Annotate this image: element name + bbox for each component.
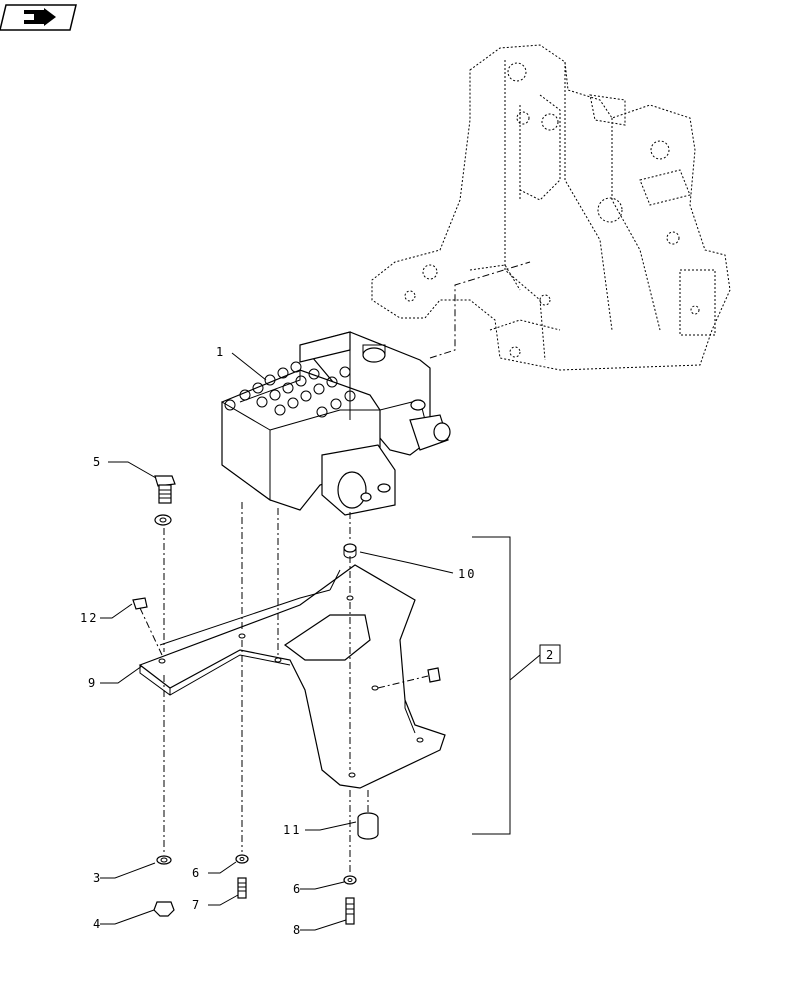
callout-2[interactable]: 2 <box>546 648 555 662</box>
spacer-11 <box>357 812 379 840</box>
mounting-bracket <box>138 564 446 789</box>
washer-6b <box>343 875 357 885</box>
callout-5[interactable]: 5 <box>93 455 102 469</box>
callout-11[interactable]: 11 <box>283 823 301 837</box>
bolt-8 <box>345 897 355 925</box>
callout-4[interactable]: 4 <box>93 917 102 931</box>
fitting <box>427 667 441 683</box>
bolt-7 <box>237 877 247 899</box>
callout-7[interactable]: 7 <box>192 898 201 912</box>
leader-lines <box>100 352 561 931</box>
spacer-10 <box>343 543 357 559</box>
nut-4 <box>153 901 175 917</box>
callout-6a[interactable]: 6 <box>192 866 201 880</box>
loader-frame <box>371 44 731 371</box>
dowel-12 <box>132 597 148 610</box>
washer-6a <box>235 854 249 864</box>
callout-12[interactable]: 12 <box>80 611 98 625</box>
callout-1[interactable]: 1 <box>216 345 225 359</box>
bolt-5 <box>154 475 176 504</box>
callout-9[interactable]: 9 <box>88 676 97 690</box>
back-button[interactable] <box>0 4 77 31</box>
control-valve <box>221 331 451 516</box>
back-arrow-icon <box>24 8 56 26</box>
callout-6b[interactable]: 6 <box>293 882 302 896</box>
callout-10[interactable]: 10 <box>458 567 476 581</box>
washer-5 <box>154 514 172 526</box>
callout-8[interactable]: 8 <box>293 923 302 937</box>
washer-3 <box>156 855 172 865</box>
callout-3[interactable]: 3 <box>93 871 102 885</box>
